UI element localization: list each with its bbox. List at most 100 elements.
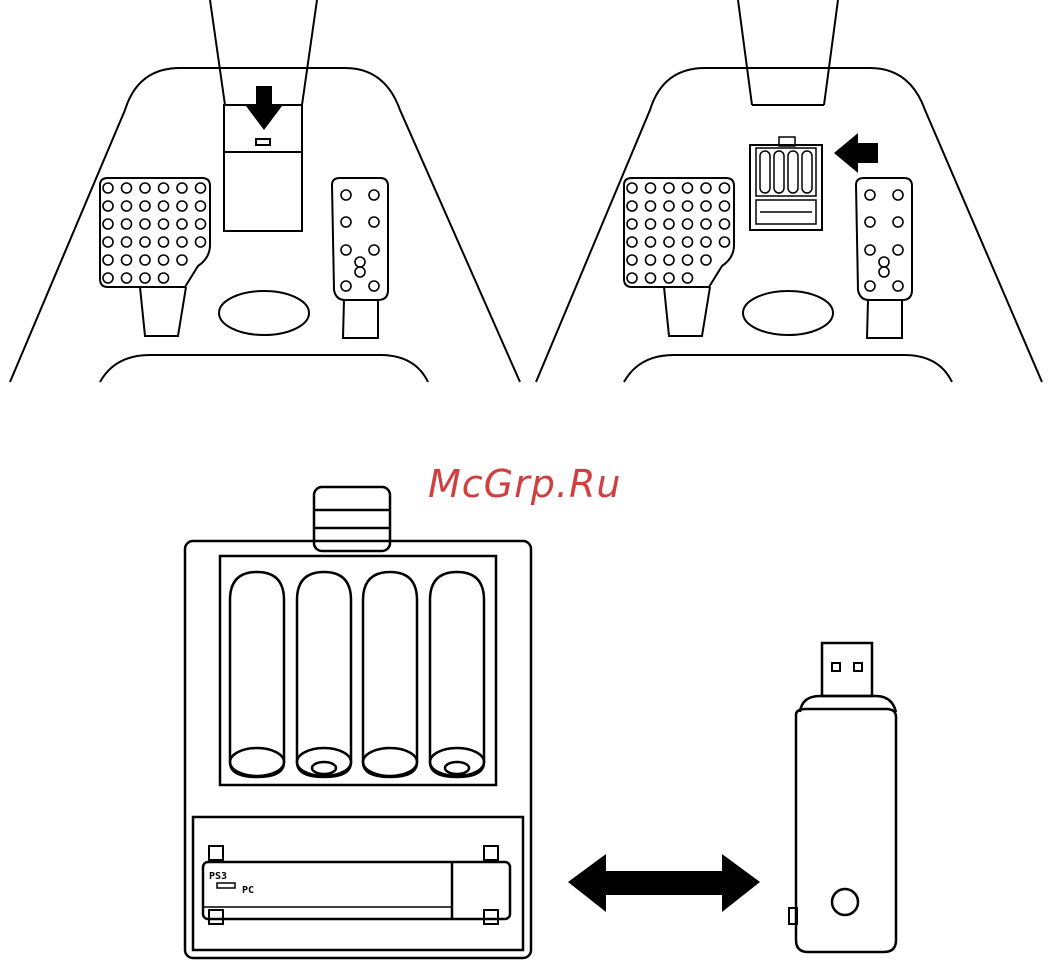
pedal-hole [627, 273, 637, 283]
pedal-hole [122, 273, 132, 283]
pedal-hole [664, 201, 674, 211]
pedal-hole [683, 255, 693, 265]
pedal-hole [140, 255, 150, 265]
pedal-hole [103, 237, 113, 247]
pedal-hole [865, 217, 875, 227]
pedal-hole [159, 255, 169, 265]
pedal-hole [196, 237, 206, 247]
receiver-slot [193, 817, 523, 950]
pedal-base-lower-arc [624, 355, 952, 382]
pedal-hole [893, 281, 903, 291]
footrest-pad [219, 291, 309, 335]
pc-label: PC [242, 885, 254, 896]
pedal-hole [865, 245, 875, 255]
pedal-unit-left [10, 0, 520, 382]
steering-column [738, 0, 838, 105]
brake-pedal-holes [627, 183, 730, 283]
battery-compartment-open [750, 145, 822, 230]
aa-battery [230, 572, 284, 777]
pedal-hole [664, 237, 674, 247]
pedal-hole [177, 237, 187, 247]
pedal-hole [140, 201, 150, 211]
pedal-hole [701, 219, 711, 229]
battery-pack-detail: PS3 PC [185, 487, 531, 958]
pedal-hole [683, 201, 693, 211]
pedal-hole [196, 219, 206, 229]
pedal-hole [701, 183, 711, 193]
pedal-hole [646, 201, 656, 211]
pedal-hole [355, 257, 365, 267]
slot-clip [209, 910, 223, 924]
usb-contact [832, 663, 840, 671]
pedal-hole [683, 273, 693, 283]
pedal-hole [122, 255, 132, 265]
ps3-label: PS3 [209, 871, 227, 882]
pedal-hole [122, 201, 132, 211]
pedal-hole [720, 237, 730, 247]
pack-frame [185, 541, 531, 958]
pedal-hole [664, 273, 674, 283]
pedal-hole [140, 183, 150, 193]
brake-pedal [624, 178, 734, 287]
pedal-hole [627, 255, 637, 265]
usb-contact [854, 663, 862, 671]
brake-pedal-holes [103, 183, 206, 283]
pedal-hole [369, 217, 379, 227]
pedal-hole [646, 219, 656, 229]
pedal-hole [159, 201, 169, 211]
footrest-pad [743, 291, 833, 335]
pedal-hole [879, 257, 889, 267]
pedal-hole [355, 267, 365, 277]
pedal-hole [341, 245, 351, 255]
pedal-hole [159, 183, 169, 193]
pedal-hole [140, 237, 150, 247]
pedal-hole [122, 183, 132, 193]
cover-latch [256, 139, 270, 145]
pedal-hole [720, 219, 730, 229]
pedal-hole [646, 273, 656, 283]
pedal-hole [664, 183, 674, 193]
slot-clip [484, 910, 498, 924]
arrow-down-icon [246, 86, 282, 130]
pedal-base-lower-arc [100, 355, 428, 382]
pedal-hole [159, 273, 169, 283]
aa-battery [430, 572, 484, 777]
slot-clip [484, 846, 498, 860]
double-arrow-icon [568, 854, 760, 912]
pedal-hole [683, 237, 693, 247]
pedal-hole [159, 237, 169, 247]
aa-battery [363, 572, 417, 777]
arrow-left-icon [834, 133, 878, 173]
usb-dongle [789, 643, 896, 952]
pedal-hole [369, 190, 379, 200]
pedal-hole [140, 219, 150, 229]
accelerator-pedal-stem [867, 300, 902, 338]
pedal-hole [341, 217, 351, 227]
pedal-hole [701, 201, 711, 211]
pedal-hole [664, 255, 674, 265]
pedal-hole [720, 201, 730, 211]
pedal-hole [701, 255, 711, 265]
usb-led-button [832, 889, 858, 915]
pedal-hole [177, 201, 187, 211]
mode-switch [217, 883, 235, 888]
pedal-hole [177, 183, 187, 193]
pedal-hole [720, 183, 730, 193]
pedal-hole [122, 219, 132, 229]
pedal-hole [646, 183, 656, 193]
brake-pedal-stem [664, 287, 710, 336]
pedal-hole [627, 237, 637, 247]
pedal-hole [140, 273, 150, 283]
pedal-hole [369, 281, 379, 291]
accelerator-pedal-stem [343, 300, 378, 338]
pedal-hole [683, 183, 693, 193]
usb-connector [822, 643, 872, 696]
pedal-hole [196, 183, 206, 193]
slot-clip [209, 846, 223, 860]
accelerator-pedal-holes [865, 190, 903, 291]
pedal-hole [103, 219, 113, 229]
pedal-unit-right [536, 0, 1042, 382]
pedal-hole [196, 201, 206, 211]
pedal-hole [103, 273, 113, 283]
pedal-hole [369, 245, 379, 255]
